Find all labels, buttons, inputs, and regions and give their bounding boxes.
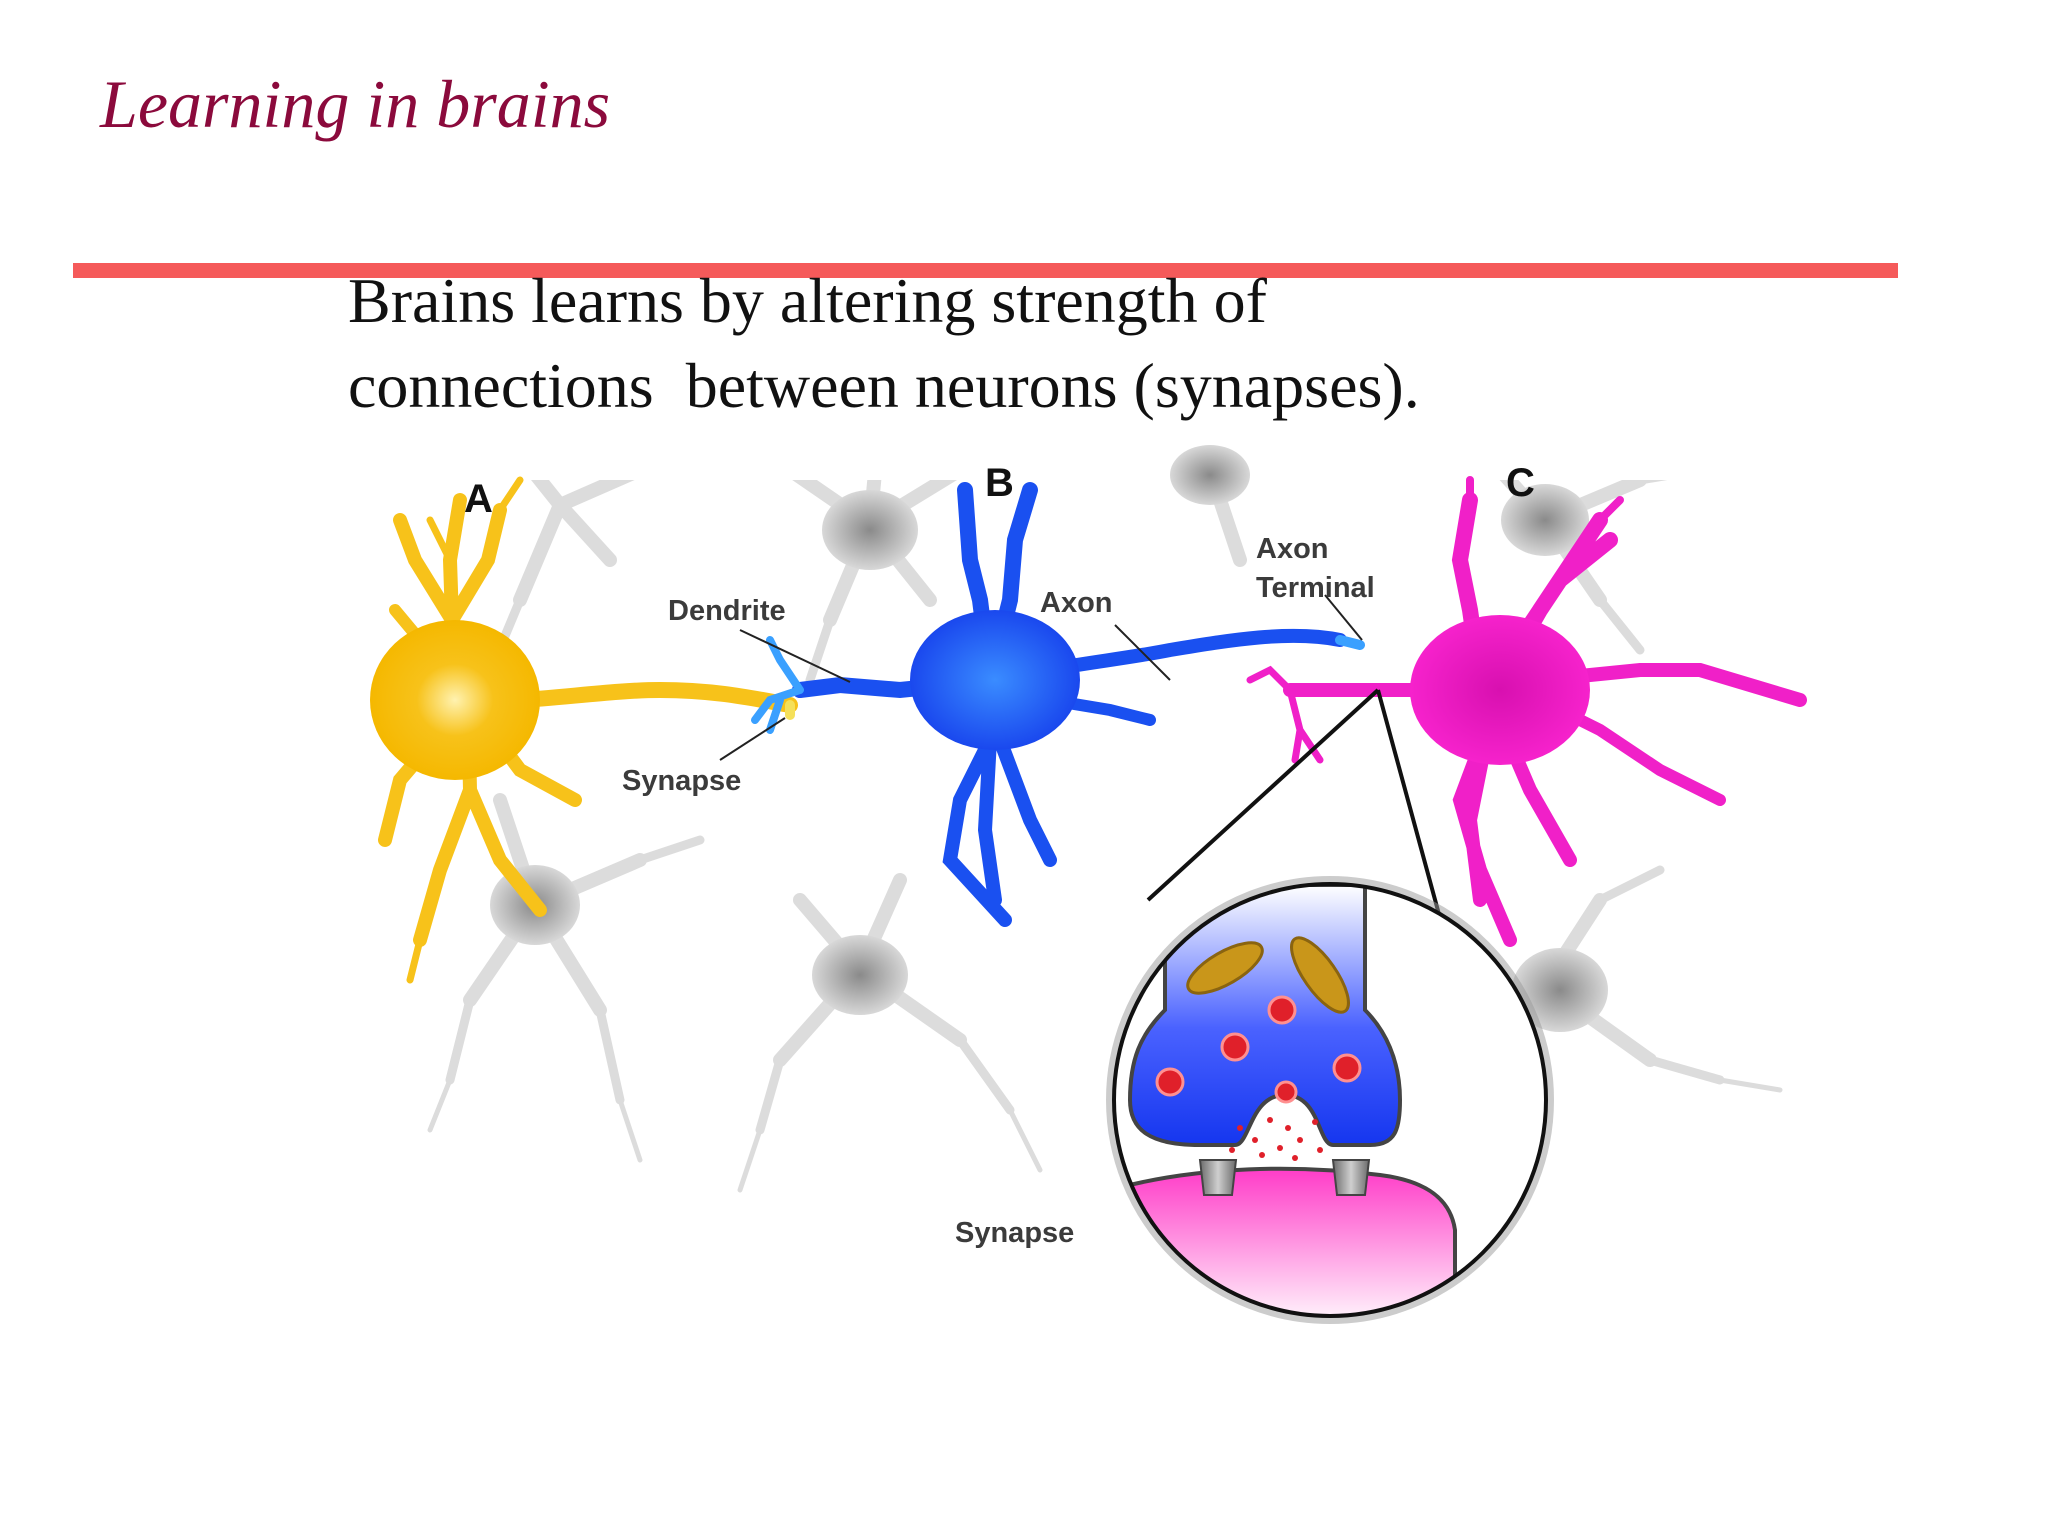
vesicles	[1155, 995, 1362, 1104]
receptors	[1198, 1159, 1371, 1196]
label-synapse-bottom: Synapse	[955, 1217, 1074, 1249]
title-divider	[73, 263, 1898, 278]
neuron-a	[370, 476, 798, 984]
slide-body: Brains learns by altering strength of co…	[348, 258, 1748, 428]
body-line-2: connections between neurons (synapses).	[348, 350, 1420, 421]
synapse-zoom	[1106, 876, 1554, 1324]
label-synapse-top: Synapse	[622, 765, 741, 797]
label-axon: Axon	[1040, 587, 1113, 619]
neuron-b	[751, 482, 1365, 927]
leader-lines	[719, 594, 1363, 761]
neurotransmitters	[1229, 1117, 1323, 1161]
body-line-1: Brains learns by altering strength of	[348, 265, 1267, 336]
label-axon-terminal-line2: Terminal	[1256, 572, 1375, 604]
neuron-c	[1246, 476, 1807, 947]
label-axon-terminal-line1: Axon	[1256, 533, 1329, 565]
neuron-label-b: B	[985, 461, 1014, 505]
neuron-label-c: C	[1506, 461, 1535, 505]
slide-title: Learning in brains	[100, 66, 611, 142]
label-dendrite: Dendrite	[668, 595, 786, 627]
neuron-label-a: A	[464, 477, 493, 521]
